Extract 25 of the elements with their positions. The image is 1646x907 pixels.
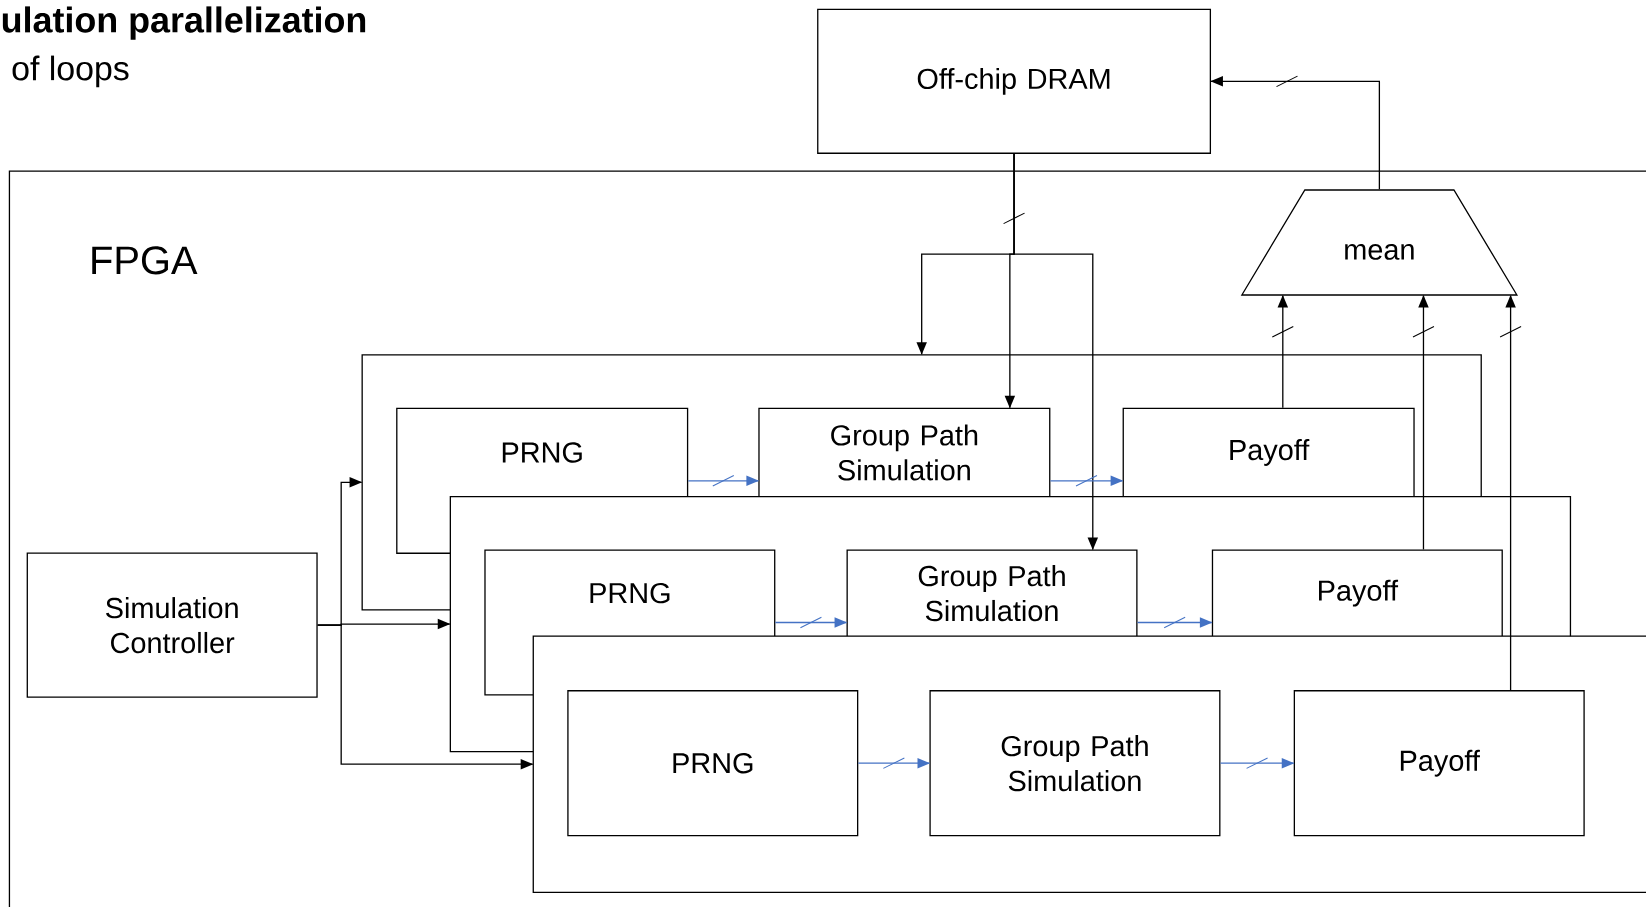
process-box: Payoff <box>1211 549 1503 637</box>
process-box: PRNG <box>484 549 776 696</box>
process-box: Group Path Simulation <box>846 549 1138 637</box>
arrow <box>774 616 848 629</box>
arrow <box>857 757 931 769</box>
arrow <box>1499 295 1522 691</box>
process-box: PRNG <box>396 407 689 554</box>
process-box: Group Path Simulation <box>929 690 1221 837</box>
arrow <box>1049 475 1124 487</box>
arrow <box>1219 757 1295 769</box>
process-box: Off-chip DRAM <box>817 8 1211 154</box>
process-box: Simulation Controller <box>26 552 318 698</box>
arrow <box>1271 295 1294 409</box>
process-box: Payoff <box>1122 407 1415 498</box>
arrow <box>1412 295 1435 551</box>
heading-text: ulation parallelization <box>2 6 366 40</box>
process-box: PRNG <box>567 690 859 837</box>
arrow <box>687 475 759 487</box>
process-box: Group Path Simulation <box>758 407 1051 498</box>
heading-text: of loops <box>12 55 129 88</box>
arrow <box>1210 75 1381 190</box>
arrow <box>1013 153 1099 551</box>
process-box: Payoff <box>1293 690 1585 837</box>
arrow <box>1136 616 1213 629</box>
arrow <box>317 624 534 770</box>
